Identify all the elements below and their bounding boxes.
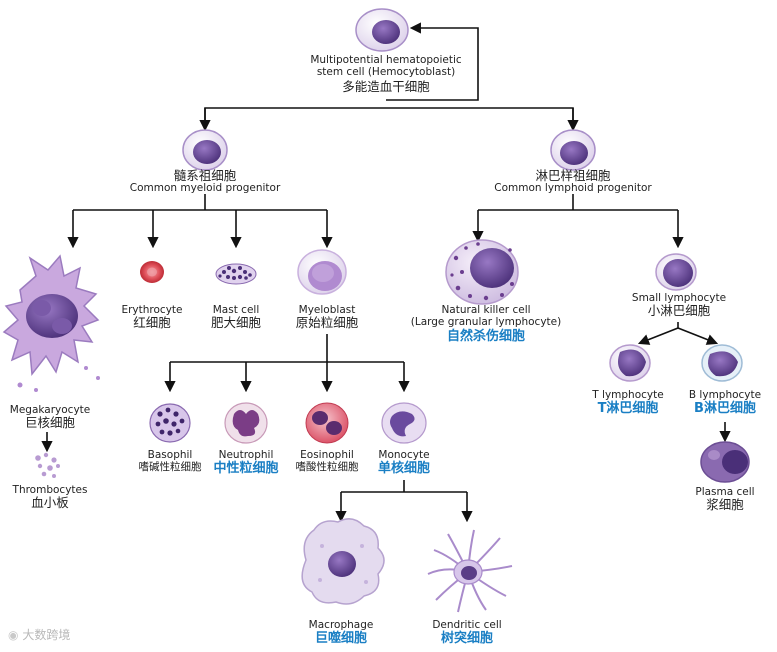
macrophage-cn: 巨噬细胞 — [314, 631, 367, 647]
thrombocytes-en: Thrombocytes — [12, 484, 88, 496]
basophil-en: Basophil — [147, 449, 193, 461]
weibo-logo-icon: ◉ — [8, 628, 19, 642]
mast-cell-image — [215, 263, 257, 285]
neutrophil-cn: 中性粒细胞 — [213, 461, 279, 477]
dendritic-cell-label: Dendritic cell 树突细胞 — [417, 619, 517, 647]
thrombocytes-label: Thrombocytes 血小板 — [0, 484, 100, 511]
b-lymphocyte-image — [701, 344, 743, 382]
neutrophil-label: Neutrophil 中性粒细胞 — [196, 449, 296, 477]
lymphoid-progenitor-cn-label: 淋巴样祖细胞 — [535, 168, 611, 183]
thrombocytes-cn: 血小板 — [31, 495, 69, 511]
stem-cell-en-line2: stem cell (Hemocytoblast) — [316, 66, 456, 79]
nk-cell-image — [445, 239, 519, 305]
small-lymphocyte-label: Small lymphocyte 小淋巴细胞 — [620, 292, 738, 319]
megakaryocyte-label: Megakaryocyte 巨核细胞 — [0, 404, 100, 431]
b-lymphocyte-cn: B淋巴细胞 — [694, 401, 756, 417]
b-lymphocyte-en: B lymphocyte — [688, 389, 762, 401]
erythrocyte-label: Erythrocyte 红细胞 — [112, 304, 192, 331]
lymphoid-progenitor-image — [550, 129, 596, 171]
stem-cell-label: Multipotential hematopoietic stem cell (… — [296, 54, 476, 79]
monocyte-cn: 单核细胞 — [377, 461, 430, 477]
myeloblast-en: Myeloblast — [298, 304, 356, 316]
small-lymphocyte-cn: 小淋巴细胞 — [647, 303, 711, 319]
nk-cell-label: Natural killer cell (Large granular lymp… — [398, 304, 574, 344]
myeloblast-image — [297, 249, 347, 295]
eosinophil-cn: 嗜酸性粒细胞 — [295, 461, 359, 474]
monocyte-image — [381, 402, 427, 444]
eosinophil-en: Eosinophil — [300, 449, 354, 461]
myeloid-progenitor-image — [182, 129, 228, 171]
nk-cell-en-line1: Natural killer cell — [441, 304, 531, 316]
eosinophil-image — [305, 402, 349, 444]
erythrocyte-en: Erythrocyte — [121, 304, 183, 316]
myeloblast-cn: 原始粒细胞 — [295, 315, 359, 331]
arrow-to-b-lymphocyte — [677, 327, 719, 345]
myeloid-progenitor-en-label: Common myeloid progenitor — [129, 182, 281, 194]
t-lymphocyte-cn: T淋巴细胞 — [597, 401, 659, 417]
connector-lines — [41, 22, 731, 523]
t-lymphocyte-en: T lymphocyte — [592, 389, 664, 401]
stem-cell-en-line1: Multipotential hematopoietic — [310, 54, 462, 66]
macrophage-label: Macrophage 巨噬细胞 — [291, 619, 391, 647]
small-lymphocyte-image — [655, 253, 697, 291]
dendritic-cell-cn: 树突细胞 — [440, 631, 493, 647]
arrow-to-t-lymphocyte — [637, 327, 679, 345]
macrophage-en: Macrophage — [308, 619, 374, 631]
b-lymphocyte-label: B lymphocyte B淋巴细胞 — [676, 389, 774, 417]
small-lymphocyte-en: Small lymphocyte — [631, 292, 727, 304]
plasma-cell-image — [700, 441, 750, 483]
neutrophil-en: Neutrophil — [218, 449, 274, 461]
mast-cell-label: Mast cell 肥大细胞 — [196, 304, 276, 331]
t-lymphocyte-label: T lymphocyte T淋巴细胞 — [578, 389, 678, 417]
neutrophil-image — [224, 402, 268, 444]
eosinophil-label: Eosinophil 嗜酸性粒细胞 — [277, 449, 377, 474]
dendritic-cell-en: Dendritic cell — [432, 619, 502, 631]
megakaryocyte-en: Megakaryocyte — [9, 404, 91, 416]
stem-branch-line — [204, 107, 574, 128]
nk-cell-en-line2: (Large granular lymphocyte) — [410, 316, 562, 329]
stem-cell-image — [355, 8, 409, 52]
erythrocyte-image — [140, 261, 164, 283]
erythrocyte-cn: 红细胞 — [133, 315, 171, 331]
self-renewal-arrow — [386, 22, 479, 101]
myeloblast-label: Myeloblast 原始粒细胞 — [280, 304, 374, 331]
plasma-cell-label: Plasma cell 浆细胞 — [680, 486, 770, 513]
monocyte-label: Monocyte 单核细胞 — [356, 449, 452, 477]
macrophage-image — [301, 518, 385, 605]
watermark-text: 大数跨境 — [22, 628, 71, 642]
t-lymphocyte-image — [609, 344, 651, 382]
plasma-cell-en: Plasma cell — [695, 486, 755, 498]
megakaryocyte-cn: 巨核细胞 — [24, 415, 75, 431]
basophil-label: Basophil 嗜碱性粒细胞 — [120, 449, 220, 474]
basophil-image — [149, 403, 191, 443]
lymphoid-progenitor-en-label: Common lymphoid progenitor — [494, 182, 652, 194]
monocyte-en: Monocyte — [378, 449, 430, 461]
myeloid-progenitor-cn-label: 髓系祖细胞 — [173, 168, 237, 183]
nk-cell-cn: 自然杀伤细胞 — [446, 328, 525, 344]
mast-cell-en: Mast cell — [212, 304, 260, 316]
plasma-cell-cn: 浆细胞 — [706, 497, 744, 513]
thrombocytes-image — [35, 452, 60, 478]
watermark: ◉ 大数跨境 — [8, 626, 70, 643]
mast-cell-cn: 肥大细胞 — [210, 315, 261, 331]
stem-cell-cn-label: 多能造血干细胞 — [342, 79, 430, 94]
dendritic-cell-image — [427, 529, 513, 613]
megakaryocyte-image — [2, 254, 100, 392]
basophil-cn: 嗜碱性粒细胞 — [138, 461, 202, 474]
